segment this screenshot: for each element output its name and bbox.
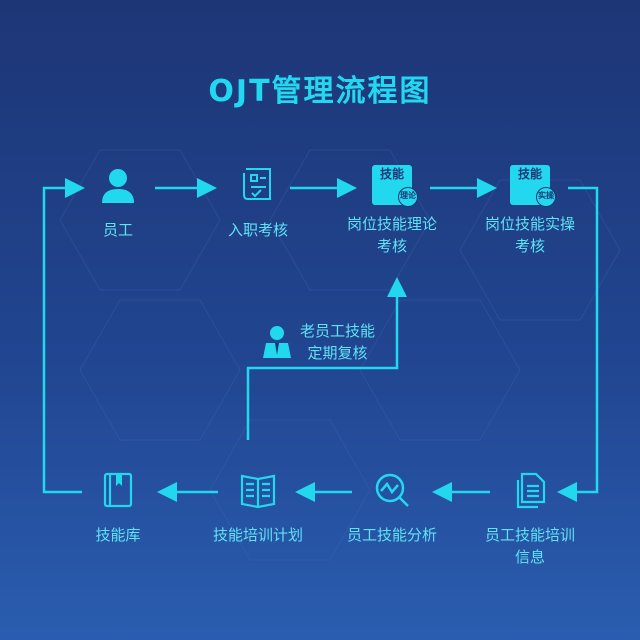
review-line1: 老员工技能 bbox=[300, 322, 376, 340]
node-label: 入职考核 bbox=[227, 221, 288, 239]
node-practice-exam[interactable]: 技能 实操 岗位技能实操 考核 bbox=[455, 165, 605, 257]
node-label-line1: 岗位技能理论 bbox=[346, 215, 437, 233]
employee-icon bbox=[263, 326, 291, 358]
node-theory-exam[interactable]: 技能 理论 岗位技能理论 考核 bbox=[317, 165, 467, 257]
skill-practice-icon: 技能 实操 bbox=[510, 165, 556, 207]
node-label: 技能库 bbox=[95, 526, 141, 544]
skill-theory-icon: 技能 理论 bbox=[372, 165, 418, 207]
arrow-practice-to-info bbox=[557, 186, 599, 502]
node-label: 员工 bbox=[102, 221, 133, 239]
review-line2: 定期复核 bbox=[307, 344, 368, 362]
badge-text: 理论 bbox=[398, 187, 418, 207]
checklist-scroll-icon bbox=[243, 168, 271, 200]
node-onboarding-exam[interactable]: 入职考核 bbox=[183, 165, 333, 241]
badge-top-text: 技能 bbox=[517, 167, 542, 181]
node-label-line2: 考核 bbox=[376, 237, 407, 255]
arrow-review-to-theory bbox=[246, 277, 407, 440]
badge-top-text: 技能 bbox=[379, 167, 404, 181]
node-label: 员工技能分析 bbox=[346, 526, 437, 544]
node-skill-analysis[interactable]: 员工技能分析 bbox=[317, 470, 467, 546]
node-label-line1: 岗位技能实操 bbox=[484, 215, 575, 233]
documents-icon bbox=[516, 472, 546, 509]
book-icon bbox=[103, 472, 133, 508]
node-training-info[interactable]: 员工技能培训 信息 bbox=[455, 470, 605, 568]
node-training-plan[interactable]: 技能培训计划 bbox=[183, 470, 333, 546]
node-label-line2: 考核 bbox=[514, 237, 545, 255]
analysis-magnifier-icon bbox=[375, 473, 409, 507]
user-icon bbox=[102, 169, 134, 203]
node-skill-library[interactable]: 技能库 bbox=[43, 470, 193, 546]
badge-text: 实操 bbox=[536, 187, 556, 207]
node-label-line1: 员工技能培训 bbox=[484, 526, 575, 544]
node-veteran-review[interactable]: 老员工技能定期复核 bbox=[262, 320, 375, 364]
node-label: 技能培训计划 bbox=[212, 526, 303, 544]
page-title: OJT管理流程图 bbox=[208, 74, 432, 109]
open-book-icon bbox=[240, 474, 276, 509]
arrow-library-to-employee bbox=[42, 178, 85, 494]
node-label-line2: 信息 bbox=[514, 548, 545, 566]
node-employee[interactable]: 员工 bbox=[43, 165, 193, 241]
